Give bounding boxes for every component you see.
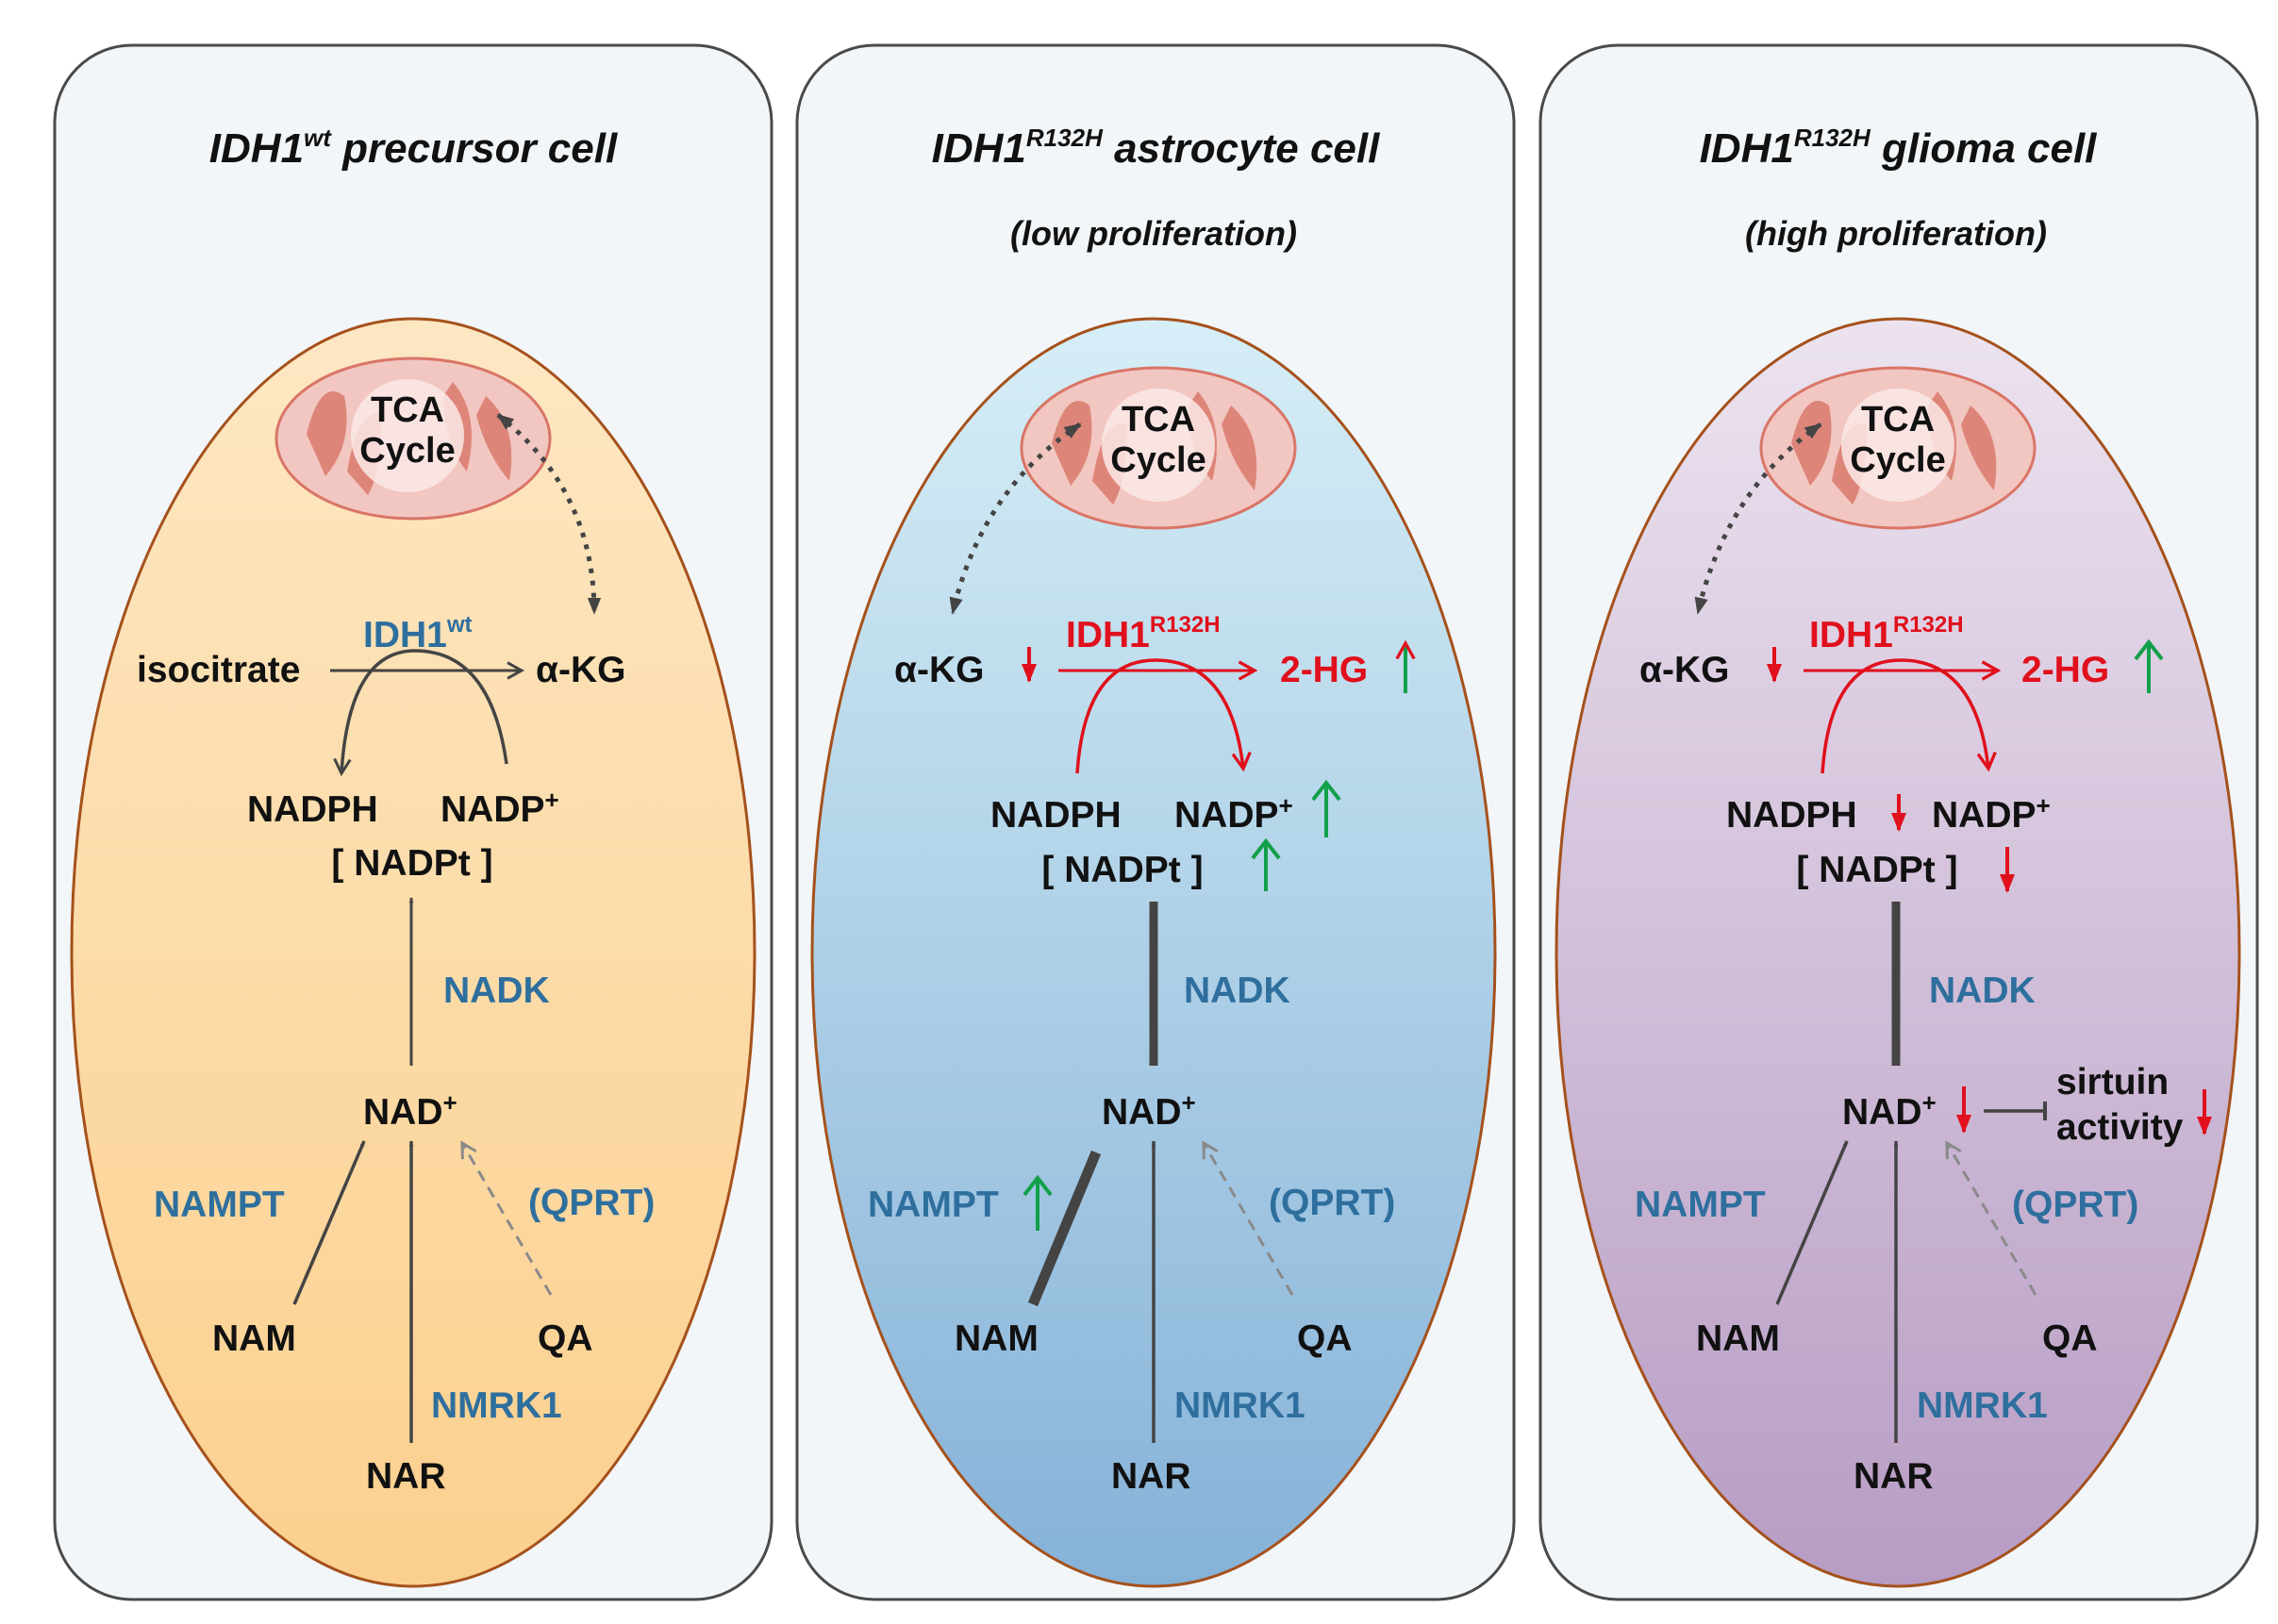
- product-2hg: 2-HG: [1280, 650, 1368, 690]
- substrate-akg: α-KG: [894, 650, 984, 690]
- metabolite-nam: NAM: [955, 1318, 1039, 1359]
- cell: [70, 317, 757, 1588]
- tca-exchange-arrow: [1694, 422, 1822, 615]
- enzyme-qprt: (QPRT): [2012, 1185, 2138, 1225]
- qprt-arrow: [1202, 1140, 1294, 1296]
- enzyme-nmrk1: NMRK1: [1917, 1385, 2048, 1426]
- cofactor-arc: [1821, 658, 1997, 774]
- cofactor-nadp: NADP+: [1174, 791, 1293, 836]
- panel-astrocyte: IDH1R132H astrocyte cell (low proliferat…: [795, 43, 1516, 1601]
- up-arrow-icon: [2134, 638, 2164, 693]
- tca-label: TCA: [1122, 400, 1195, 439]
- enzyme-nmrk1: NMRK1: [1174, 1385, 1305, 1426]
- substrate-isocitrate: isocitrate: [137, 650, 300, 690]
- pool-nadpt: [ NADPt ]: [331, 843, 492, 884]
- nampt-arrow-thick: [1027, 1150, 1102, 1307]
- metabolite-nad: NAD+: [363, 1088, 457, 1133]
- product-akg: α-KG: [536, 650, 625, 690]
- cofactor-nadp: NADP+: [1932, 791, 2051, 836]
- nampt-arrow: [292, 1140, 366, 1305]
- metabolite-nar: NAR: [1111, 1456, 1191, 1497]
- enzyme-idh1-r132h: IDH1R132H: [1809, 612, 1964, 655]
- panel-subtitle: (high proliferation): [1745, 214, 2047, 253]
- pool-nadpt: [ NADPt ]: [1041, 850, 1203, 890]
- activity-label: activity: [2056, 1107, 2184, 1148]
- mitochondrion-icon: [274, 356, 552, 521]
- panel-precursor: IDH1wt precursor cell TCA Cycle isocitra…: [53, 43, 773, 1601]
- metabolite-nar: NAR: [1854, 1456, 1934, 1497]
- panel-subtitle: (low proliferation): [1010, 214, 1297, 253]
- mitochondrion-icon: [1020, 366, 1297, 530]
- cofactor-nadp: NADP+: [441, 786, 559, 830]
- up-arrow-icon: [1311, 779, 1341, 837]
- cycle-label: Cycle: [1850, 440, 1945, 480]
- qprt-arrow: [1945, 1140, 2037, 1296]
- metabolite-nam: NAM: [212, 1318, 296, 1359]
- enzyme-nampt: NAMPT: [154, 1185, 285, 1225]
- cofactor-arc: [1075, 658, 1252, 774]
- metabolite-nar: NAR: [366, 1456, 446, 1497]
- tca-label: TCA: [371, 390, 444, 430]
- enzyme-idh1-wt: IDH1wt: [363, 612, 473, 655]
- substrate-akg: α-KG: [1639, 650, 1729, 690]
- up-arrow-icon: [1023, 1174, 1053, 1231]
- enzyme-qprt: (QPRT): [528, 1183, 655, 1223]
- cycle-label: Cycle: [359, 431, 455, 471]
- enzyme-nadk: NADK: [443, 970, 550, 1011]
- panel-title: IDH1R132H astrocyte cell: [932, 124, 1380, 172]
- panel-title: IDH1R132H glioma cell: [1700, 124, 2098, 172]
- metabolite-nad: NAD+: [1102, 1088, 1196, 1133]
- cofactor-nadph: NADPH: [247, 789, 378, 830]
- cofactor-arc: [333, 649, 508, 777]
- pool-nadpt: [ NADPt ]: [1796, 850, 1957, 890]
- enzyme-idh1-r132h: IDH1R132H: [1066, 612, 1221, 655]
- panel-glioma: IDH1R132H glioma cell (high proliferatio…: [1538, 43, 2259, 1601]
- enzyme-nadk: NADK: [1929, 970, 2036, 1011]
- product-2hg: 2-HG: [2021, 650, 2109, 690]
- up-arrow-icon: [1251, 837, 1281, 891]
- tca-exchange-arrow: [496, 413, 602, 615]
- metabolite-qa: QA: [538, 1318, 593, 1359]
- metabolite-nam: NAM: [1696, 1318, 1780, 1359]
- qprt-arrow: [460, 1140, 553, 1296]
- cofactor-nadph: NADPH: [1726, 795, 1857, 836]
- panel-title: IDH1wt precursor cell: [209, 124, 618, 172]
- metabolite-qa: QA: [2042, 1318, 2098, 1359]
- enzyme-nampt: NAMPT: [1635, 1185, 1766, 1225]
- cycle-label: Cycle: [1110, 440, 1206, 480]
- cofactor-nadph: NADPH: [990, 795, 1122, 836]
- metabolite-qa: QA: [1297, 1318, 1353, 1359]
- nampt-arrow: [1775, 1140, 1849, 1305]
- tca-label: TCA: [1861, 400, 1935, 439]
- metabolite-nad: NAD+: [1842, 1088, 1937, 1133]
- enzyme-qprt: (QPRT): [1269, 1183, 1395, 1223]
- enzyme-nampt: NAMPT: [868, 1185, 999, 1225]
- enzyme-nadk: NADK: [1184, 970, 1290, 1011]
- enzyme-nmrk1: NMRK1: [431, 1385, 562, 1426]
- tca-exchange-arrow: [949, 422, 1082, 615]
- sirtuin-label: sirtuin: [2056, 1062, 2169, 1102]
